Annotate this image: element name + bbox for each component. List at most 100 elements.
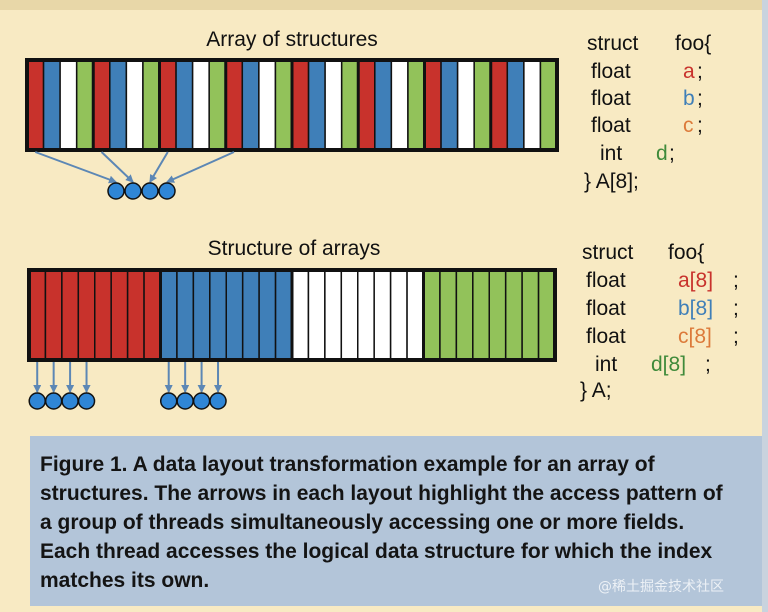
aos-cell-c <box>125 59 144 151</box>
figure-label: Figure 1. <box>40 453 128 476</box>
soa-cell-b <box>241 269 260 361</box>
aos-code-semicolon-d: ; <box>669 142 675 165</box>
soa-code-field-c: c[8] <box>678 325 712 348</box>
aos-code: struct foo{ float a ; float b ; float c … <box>584 32 711 193</box>
soa-code-type-d: int <box>595 353 617 376</box>
soa-access-arrows <box>33 362 223 393</box>
layout-diagram: Array of structures struct foo{ float a … <box>25 28 739 410</box>
aos-code-struct-keyword: struct <box>587 32 639 55</box>
soa-cell-a <box>126 269 145 361</box>
soa-cell-d <box>455 269 474 361</box>
right-edge-strip <box>762 0 768 612</box>
soa-memory-frame <box>27 268 557 362</box>
soa-code-field-b: b[8] <box>678 297 713 320</box>
aos-code-type-d: int <box>600 142 622 165</box>
soa-cell-d <box>521 269 540 361</box>
soa-code-type-a: float <box>586 269 626 292</box>
aos-cell-c <box>390 59 409 151</box>
aos-memory-frame <box>25 58 559 152</box>
aos-cell-c <box>59 59 78 151</box>
aos-code-type-b: float <box>591 87 631 110</box>
soa-thread <box>77 392 96 410</box>
aos-cell-d <box>274 59 293 151</box>
aos-code-type-c: float <box>591 114 631 137</box>
aos-cell-b <box>440 59 459 151</box>
aos-access-arrows <box>34 151 235 184</box>
aos-access-arrow <box>100 151 134 183</box>
aos-code-field-c: c <box>683 114 694 137</box>
aos-access-arrow <box>34 151 117 184</box>
soa-cell-a <box>94 269 112 361</box>
aos-cell-d <box>142 59 161 151</box>
soa-thread-groups <box>28 392 227 410</box>
aos-code-field-d: d <box>656 142 668 165</box>
soa-code-semicolon-b: ; <box>733 297 739 320</box>
soa-cell-b <box>192 269 211 361</box>
soa-cell-c <box>324 269 343 361</box>
soa-cell-c <box>357 269 375 361</box>
aos-thread <box>141 182 159 200</box>
soa-thread <box>61 392 79 410</box>
soa-cell-a <box>61 269 80 361</box>
aos-cell-a <box>158 59 177 151</box>
soa-cell-b <box>274 269 293 361</box>
soa-cell-c <box>406 269 425 361</box>
soa-cell-d <box>504 269 523 361</box>
aos-cell-a <box>423 59 442 151</box>
aos-code-field-a: a <box>683 60 695 83</box>
soa-code-struct-keyword: struct <box>582 241 634 264</box>
aos-cell-a <box>26 59 45 151</box>
soa-cell-c <box>291 269 310 361</box>
figure-caption: Figure 1. A data layout transformation e… <box>40 450 730 595</box>
aos-thread <box>158 182 176 200</box>
watermark: @稀土掘金技术社区 <box>598 579 724 595</box>
soa-cell-c <box>307 269 326 361</box>
aos-thread <box>124 182 142 200</box>
soa-code: struct foo{ float a[8] ; float b[8] ; fl… <box>580 241 739 402</box>
caption-panel <box>30 436 762 606</box>
aos-cell-b <box>374 59 393 151</box>
aos-cell-c <box>191 59 210 151</box>
aos-thread-group <box>107 182 176 200</box>
soa-cell-a <box>28 269 47 361</box>
aos-cell-d <box>340 59 359 151</box>
soa-thread <box>44 392 63 410</box>
soa-code-field-a: a[8] <box>678 269 713 292</box>
aos-access-arrow <box>166 151 235 183</box>
aos-cell-a <box>225 59 244 151</box>
aos-cell-c <box>523 59 542 151</box>
aos-cell-b <box>109 59 128 151</box>
aos-code-semicolon-b: ; <box>697 87 703 110</box>
aos-thread <box>107 182 125 200</box>
soa-code-semicolon-a: ; <box>733 269 739 292</box>
aos-code-semicolon-a: ; <box>697 60 703 83</box>
soa-cell-d <box>537 269 556 361</box>
soa-thread <box>176 392 194 410</box>
soa-thread <box>209 392 227 410</box>
soa-thread <box>192 392 211 410</box>
aos-cell-b <box>307 59 326 151</box>
soa-cell-b <box>159 269 178 361</box>
soa-cell-a <box>143 269 162 361</box>
soa-code-field-d: d[8] <box>651 353 686 376</box>
aos-cell-c <box>324 59 343 151</box>
aos-cell-a <box>291 59 310 151</box>
soa-cell-c <box>373 269 392 361</box>
soa-code-semicolon-c: ; <box>733 325 739 348</box>
soa-thread <box>28 392 46 410</box>
aos-cell-b <box>241 59 260 151</box>
aos-cell-b <box>175 59 194 151</box>
soa-cell-b <box>225 269 244 361</box>
soa-cell-b <box>176 269 195 361</box>
aos-cell-a <box>92 59 111 151</box>
soa-code-type-b: float <box>586 297 626 320</box>
soa-code-declaration: } A; <box>580 379 612 402</box>
aos-cell-b <box>506 59 525 151</box>
aos-code-type-a: float <box>591 60 631 83</box>
soa-thread <box>159 392 178 410</box>
soa-cell-d <box>472 269 490 361</box>
aos-cell-d <box>473 59 492 151</box>
aos-cell-d <box>208 59 227 151</box>
soa-code-semicolon-d: ; <box>705 353 711 376</box>
